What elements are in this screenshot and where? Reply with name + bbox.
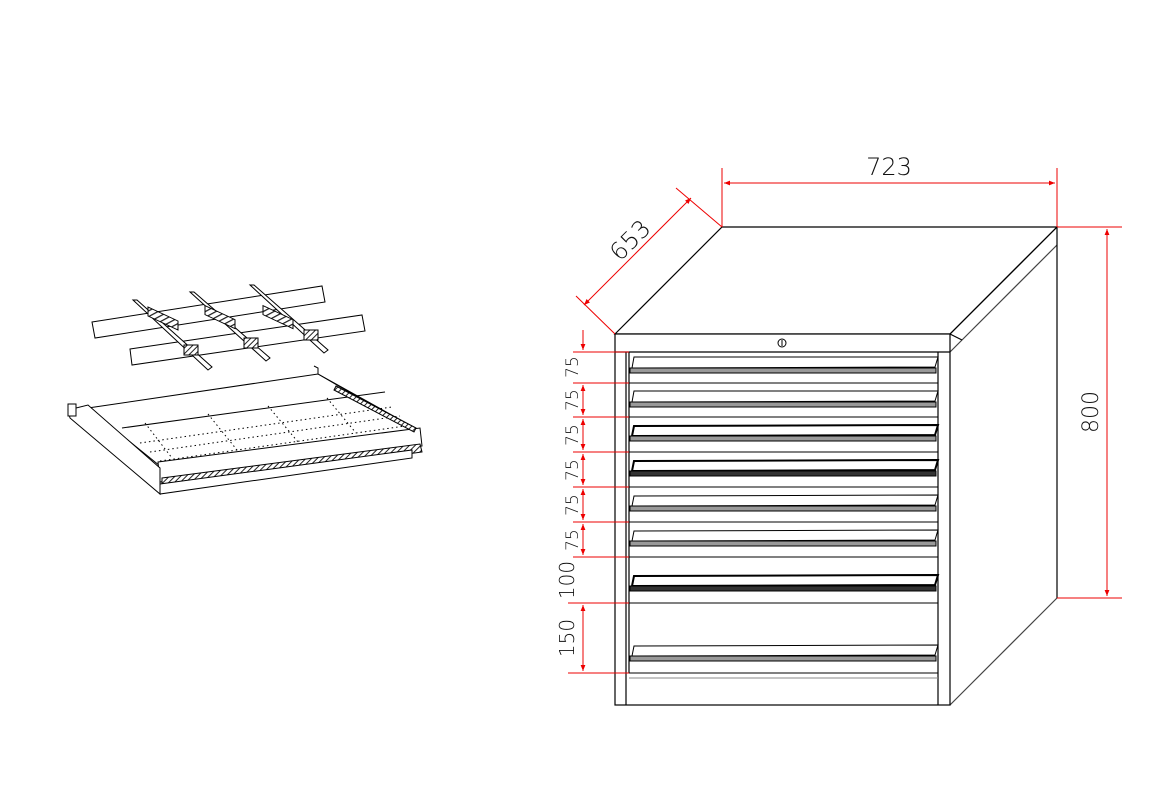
drawer-tray — [67, 365, 423, 496]
drawer-handle-3 — [629, 423, 940, 442]
drawer-4-height-label: 75 — [563, 459, 583, 481]
drawer-5-height-label: 75 — [563, 494, 583, 516]
cabinet-top-face — [613, 226, 1059, 335]
drawer-8-height-label: 150 — [555, 619, 579, 657]
drawer-handle-6 — [629, 529, 939, 547]
keylock-icon — [777, 338, 787, 348]
perforation-pattern — [139, 397, 406, 462]
drawer-handle-1 — [629, 356, 939, 374]
drawer-6-height-label: 75 — [563, 529, 583, 551]
depth-label: 653 — [604, 214, 656, 266]
height-label: 800 — [1079, 391, 1104, 433]
drawer-1-height-label: 75 — [563, 356, 583, 378]
drawer-handle-5 — [629, 494, 939, 512]
drawer-2-height-label: 75 — [563, 389, 583, 411]
drawer-handle-2 — [629, 390, 939, 408]
slot-combs — [147, 304, 319, 356]
width-label: 723 — [866, 153, 912, 181]
drawer-handle-4 — [629, 458, 940, 477]
dimension-lines — [568, 168, 1122, 674]
drawer-handles — [629, 356, 940, 662]
drawer-separators — [629, 382, 938, 679]
drawer-3-height-label: 75 — [563, 424, 583, 446]
drawer-handle-7 — [629, 573, 940, 592]
drawer-7-height-label: 100 — [555, 561, 579, 599]
drawer-insert-illustration — [67, 284, 423, 496]
drawer-handle-8 — [629, 644, 939, 662]
cabinet-drawing — [613, 226, 1059, 706]
